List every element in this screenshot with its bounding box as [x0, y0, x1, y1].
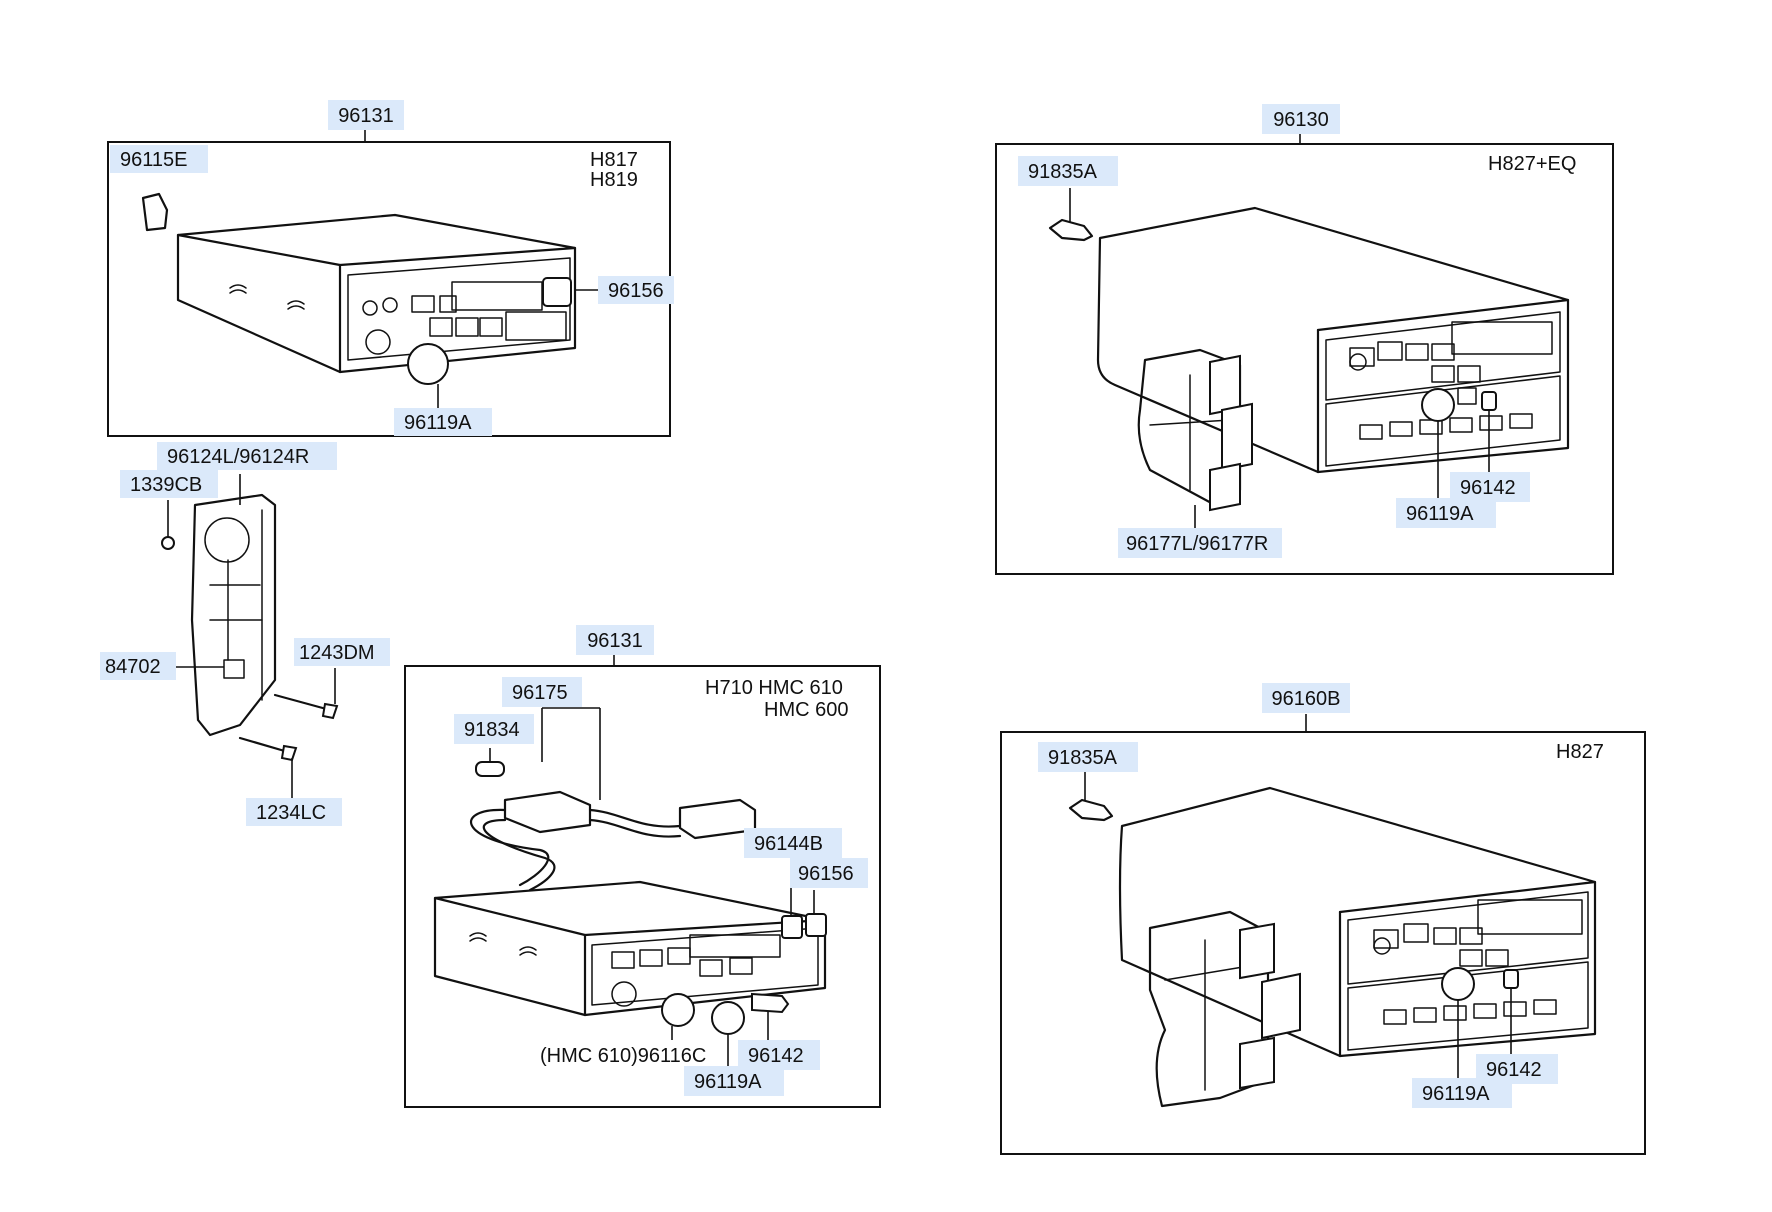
part-label-96124L-96124R[interactable]: 96124L/96124R	[167, 446, 309, 468]
assembly-label[interactable]: 96160B	[1272, 688, 1341, 710]
part-label-96142[interactable]: 96142	[1486, 1059, 1542, 1081]
wiring-harness-drawing	[470, 761, 757, 892]
part-label-96119A[interactable]: 96119A	[1422, 1083, 1490, 1105]
side-bracket-drawing	[1137, 348, 1253, 512]
panel-frame	[1000, 731, 1646, 1155]
part-label-91834[interactable]: 91834	[464, 719, 520, 741]
panel-frame	[404, 665, 881, 1108]
model-code-1: H817	[590, 149, 638, 171]
part-label-96156[interactable]: 96156	[608, 280, 664, 302]
model-code-1: H827+EQ	[1488, 153, 1576, 175]
panel-bottom-right: 96160B H827	[1000, 683, 1646, 1155]
clip-part	[1048, 218, 1094, 242]
part-label-96142[interactable]: 96142	[748, 1045, 804, 1067]
clip-part	[141, 192, 169, 232]
part-label-96177L-96177R[interactable]: 96177L/96177R	[1126, 533, 1268, 555]
radio-unit-drawing	[176, 213, 577, 385]
bracket-group: 96124L/96124R 1339CB 84702 1243DM 1234LC	[100, 442, 390, 826]
part-label-91835A[interactable]: 91835A	[1028, 161, 1098, 183]
clip-part	[1068, 798, 1114, 822]
part-label-96119A[interactable]: 96119A	[1406, 503, 1474, 525]
assembly-label[interactable]: 96131	[338, 105, 394, 127]
panel-top-right: 96130 H827+EQ	[995, 104, 1614, 575]
panel-top-left: 96131 H817 H819 961	[107, 100, 674, 437]
part-label-96175[interactable]: 96175	[512, 682, 568, 704]
part-label-96119A[interactable]: 96119A	[694, 1071, 762, 1093]
side-bracket	[190, 493, 277, 737]
panel-frame	[995, 143, 1614, 575]
part-label-96142[interactable]: 96142	[1460, 477, 1516, 499]
model-code-1: H827	[1556, 741, 1604, 763]
side-bracket-drawing	[1148, 910, 1301, 1108]
radio-unit-drawing	[1096, 206, 1570, 474]
part-label-1339CB[interactable]: 1339CB	[130, 474, 202, 496]
radio-unit-drawing	[1118, 786, 1597, 1058]
assembly-label[interactable]: 96130	[1273, 109, 1329, 131]
part-label-96119A[interactable]: 96119A	[404, 412, 472, 434]
part-label-91835A[interactable]: 91835A	[1048, 747, 1118, 769]
model-code-2: H819	[590, 169, 638, 191]
part-label-96116C[interactable]: (HMC 610)96116C	[540, 1045, 706, 1067]
part-label-1234LC[interactable]: 1234LC	[256, 802, 326, 824]
radio-unit-drawing	[433, 880, 827, 1035]
part-label-96144B[interactable]: 96144B	[754, 833, 823, 855]
assembly-label[interactable]: 96131	[587, 630, 643, 652]
part-label-1243DM[interactable]: 1243DM	[299, 642, 375, 664]
panel-bottom-middle: 96131 H710 HMC 610 HMC 600	[404, 625, 881, 1108]
part-label-96115E[interactable]: 96115E	[120, 149, 187, 171]
part-label-84702[interactable]: 84702	[105, 656, 161, 678]
part-label-96156[interactable]: 96156	[798, 863, 854, 885]
panel-frame	[107, 141, 671, 437]
model-code-2: HMC 600	[764, 699, 848, 721]
model-code-1: H710 HMC 610	[705, 677, 843, 699]
